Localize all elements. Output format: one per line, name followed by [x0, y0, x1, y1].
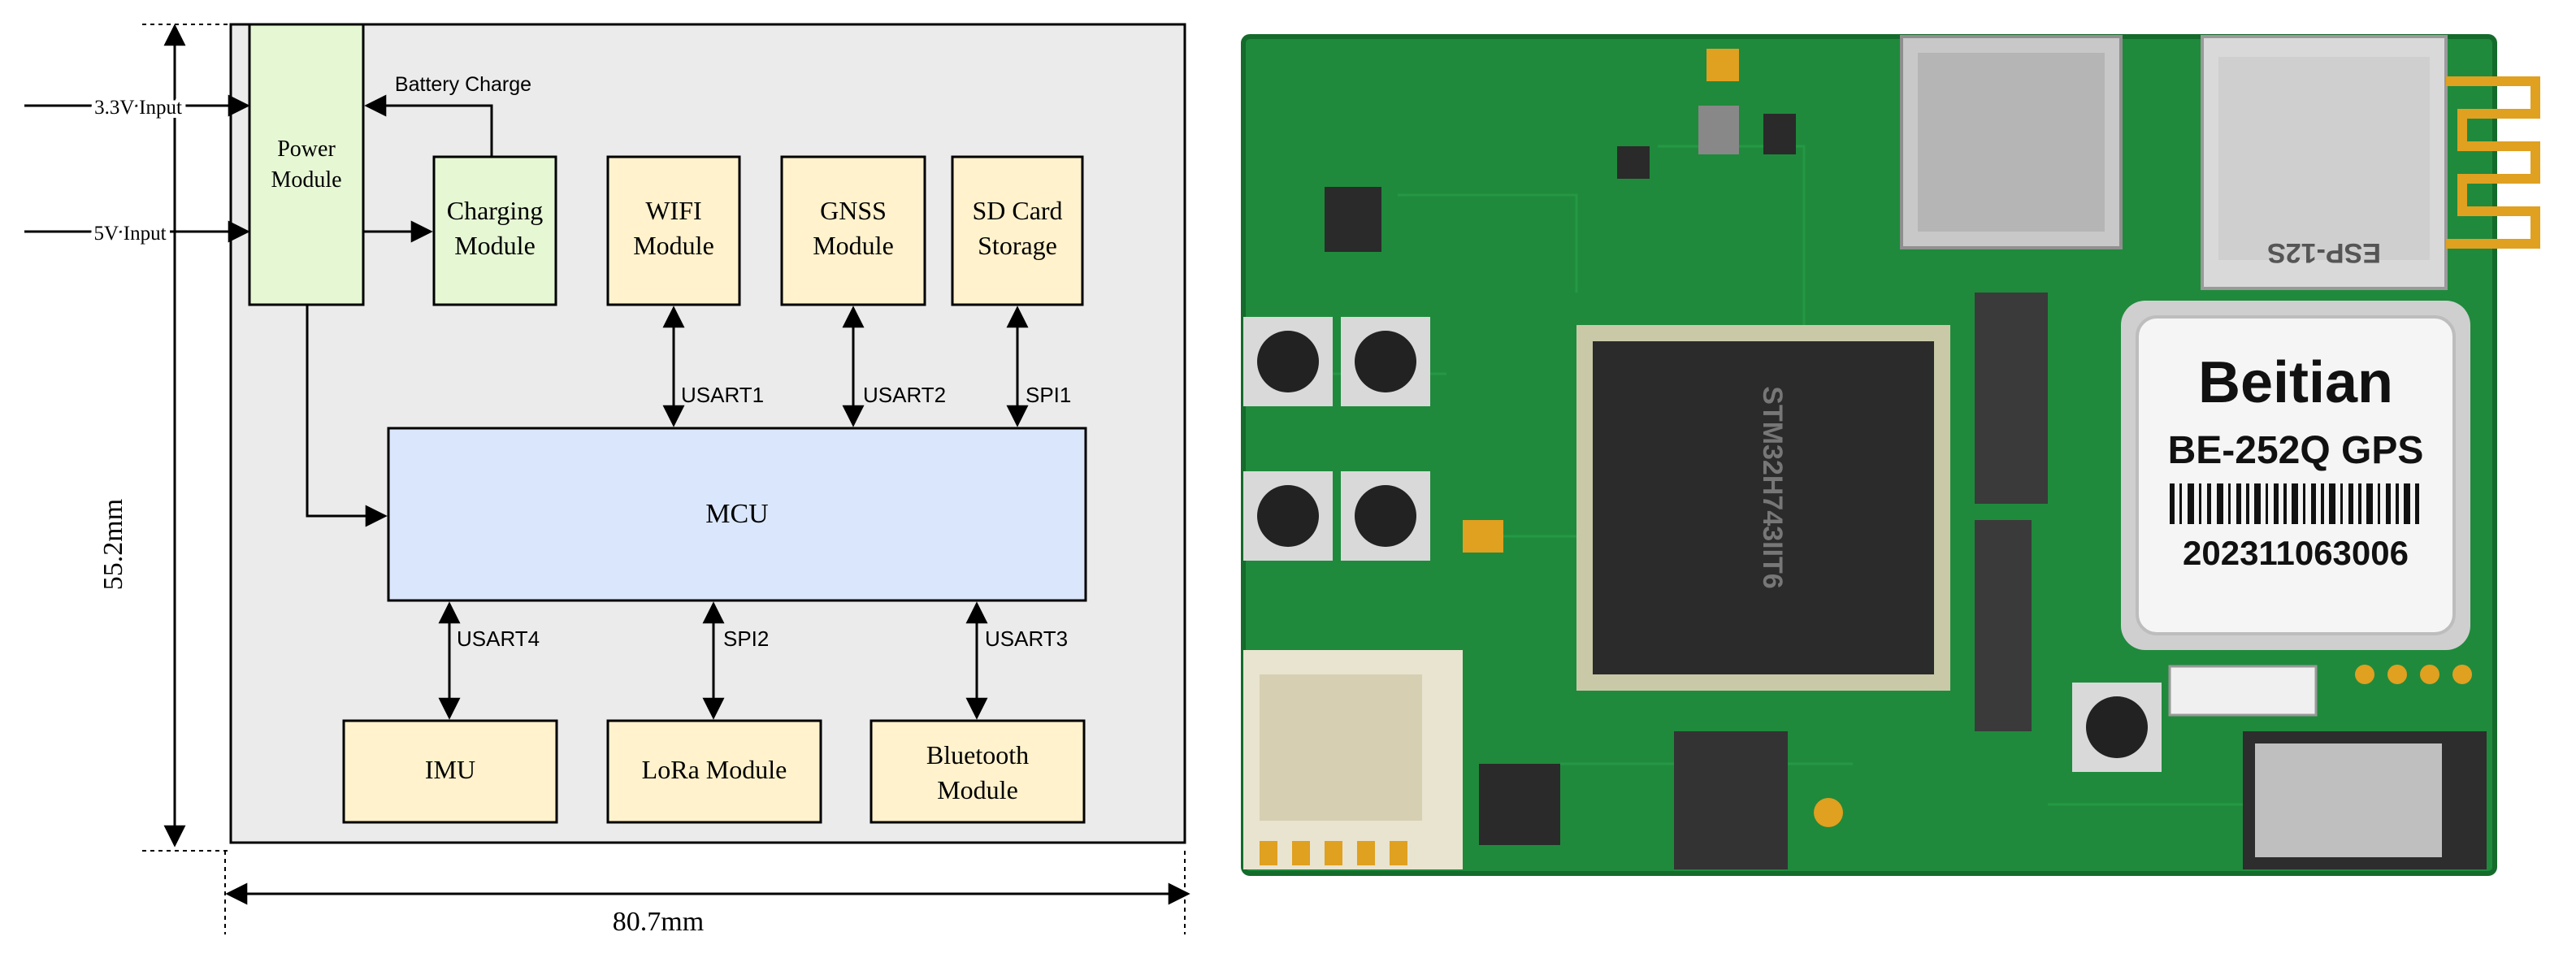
gps-brand-text: Beitian: [2198, 350, 2393, 415]
usart3-label: USART3: [985, 626, 1068, 651]
spi2-label: SPI2: [723, 626, 769, 651]
lora-module-box: [606, 719, 822, 824]
spi1-label: SPI1: [1026, 383, 1071, 407]
gnss-module-box: [780, 155, 926, 306]
input-3v3-label: 3.3V Input: [94, 97, 182, 119]
esp-wifi-module-photo: ESP-12S: [2201, 35, 2540, 290]
lora-module-photo: [1243, 650, 1463, 869]
push-buttons-photo: [1243, 317, 2162, 772]
mcu-chip-photo: STM32H743IIT6: [1576, 325, 1950, 691]
usart2-label: USART2: [863, 383, 946, 407]
bluetooth-module-photo: [2243, 731, 2487, 869]
width-dimension-label: 80.7mm: [613, 907, 704, 937]
imu-label: IMU: [425, 755, 475, 784]
header-pins-photo: [1975, 293, 2048, 731]
lora-module-label: LoRa Module: [642, 755, 787, 784]
gps-model-text: BE-252Q GPS: [2168, 429, 2424, 472]
mcu-box: [387, 427, 1087, 602]
gps-module-photo: Beitian BE-252Q GPS 202311063006: [2121, 301, 2470, 650]
power-module-box: [248, 23, 365, 306]
mcu-label: MCU: [705, 499, 768, 529]
bluetooth-module-box: [870, 719, 1086, 824]
battery-charge-label: Battery Charge: [395, 73, 531, 96]
sd-card-box: [951, 155, 1084, 306]
gps-serial-text: 202311063006: [2183, 534, 2409, 572]
usart4-label: USART4: [457, 626, 540, 651]
height-dimension-label: 55.2mm: [98, 499, 128, 590]
pcb-photo: ESP-12S STM32H743IIT6 Beitian BE-252Q GP…: [1241, 34, 2540, 876]
charging-module-box: [432, 155, 557, 306]
gps-barcode: [2170, 483, 2419, 524]
usart1-label: USART1: [681, 383, 764, 407]
sd-card-slot-photo: [1900, 35, 2123, 249]
imu-box: [342, 719, 558, 824]
svg-text:STM32H743IIT6: STM32H743IIT6: [1757, 386, 1788, 588]
wifi-module-box: [606, 155, 741, 306]
svg-text:ESP-12S: ESP-12S: [2267, 237, 2381, 268]
input-5v-label: 5V Input: [93, 223, 166, 245]
